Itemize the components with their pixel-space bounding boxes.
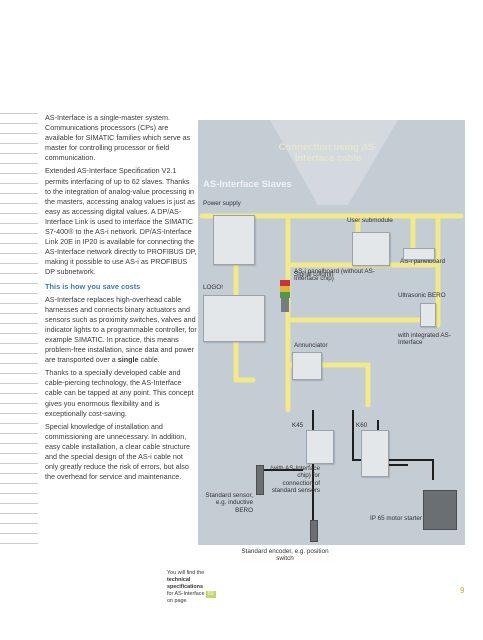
body-text-column: AS-Interface is a single-master system. …	[45, 113, 197, 485]
position-switch-device	[310, 520, 318, 542]
label-with-chip: (with AS-Interface chip) for connection …	[270, 465, 320, 495]
label-power-supply: Power supply	[203, 200, 241, 207]
label-panelboard-without-chip: AS-i panelboard (without AS-Interface ch…	[294, 268, 375, 283]
label-k60: K60	[356, 422, 368, 429]
section-heading-save-costs: This is how you save costs	[45, 281, 141, 291]
label-user-submodule: User submodule	[347, 217, 393, 224]
ultrasonic-bero-device	[420, 303, 436, 327]
footnote-bold: technical specifications	[167, 577, 203, 590]
k45-module	[306, 430, 334, 464]
label-standard-encoder: Standard encoder, e.g. position switch	[241, 548, 329, 563]
label-ultrasonic-bero: Ultrasonic BERO	[398, 292, 446, 299]
ip65-motor-starter-device	[423, 490, 457, 530]
label-ip65-starter: IP 65 motor starter	[370, 515, 423, 522]
label-signal-column: Signal column	[294, 271, 334, 278]
page-reference-badge[interactable]: 50	[205, 591, 216, 598]
k60-module	[361, 430, 389, 477]
paragraph-installation: Special knowledge of installation and co…	[45, 421, 191, 482]
annunciator-device	[292, 352, 322, 380]
cable-network-graphic	[199, 120, 464, 525]
footnote-technical-specs: You will find the technical specificatio…	[167, 570, 216, 604]
label-as-i-panelboard: AS-i panelboard	[400, 258, 446, 265]
label-annunciator: Annunciator	[294, 342, 328, 349]
slaves-title: AS-Interface Slaves	[203, 179, 292, 190]
paragraph-extended-spec: Extended AS-Interface Specification V2.1…	[45, 166, 197, 277]
as-interface-slaves-diagram: Connection using AS-Interface cable AS-I…	[198, 120, 465, 545]
emphasis-single: single	[117, 355, 139, 365]
label-standard-sensor: Standard sensor, e.g. inductive BERO	[205, 492, 253, 514]
label-with-integrated: with integrated AS-Interface	[398, 332, 451, 347]
paragraph-single-master: AS-Interface is a single-master system. …	[45, 113, 191, 163]
paragraph-replaces-harnesses: AS-Interface replaces high-overhead cabl…	[45, 294, 197, 365]
as-i-panelboard-device	[403, 248, 435, 260]
user-submodule-device	[352, 232, 390, 266]
page-number: 9	[460, 586, 465, 595]
connection-title: Connection using AS-Interface cable	[278, 142, 378, 164]
label-k45: K45	[292, 422, 304, 429]
paragraph-cable-piercing: Thanks to a specially developed cable an…	[45, 368, 194, 418]
logo-device	[203, 295, 265, 342]
inductive-bero-sensor	[256, 465, 264, 495]
label-logo: LOGO!	[203, 284, 223, 291]
power-supply-device	[213, 215, 255, 265]
